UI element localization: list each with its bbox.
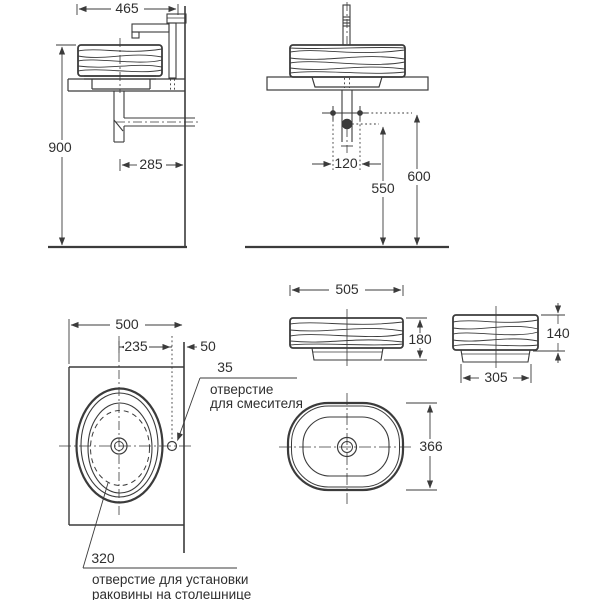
countertop-plan-view	[59, 319, 297, 569]
annotation-labels: отверстие для смесителя отверстие для ус…	[92, 382, 303, 600]
dim-label-550: 550	[371, 180, 395, 196]
basin-edge	[302, 416, 390, 477]
dim-505	[289, 285, 404, 296]
faucet-front	[342, 4, 351, 88]
dim-500	[68, 319, 183, 364]
sink-rim-inner	[291, 405, 400, 488]
side-installation-view	[48, 4, 201, 249]
dim-305	[460, 364, 532, 383]
dim-label-50: 50	[200, 338, 216, 354]
sink-body-front	[289, 44, 406, 78]
sink-front-view	[289, 285, 427, 366]
sink-base	[311, 347, 384, 361]
mount-dot-right	[357, 110, 363, 116]
dim-366	[406, 402, 437, 491]
drain-pipe-front	[341, 90, 353, 153]
drain-pipe-side	[113, 91, 201, 143]
drain-outlet-point	[341, 118, 353, 130]
sink-basin-plan	[75, 387, 164, 504]
faucet-hole-note-line1: отверстие	[210, 382, 273, 397]
dim-label-305: 305	[484, 369, 508, 385]
dim-465	[76, 4, 179, 15]
sink-base	[460, 349, 531, 363]
cutout-note-line2: раковины на столешнице	[92, 587, 251, 600]
sink-side-view	[452, 303, 565, 383]
dim-label-366: 366	[419, 438, 443, 454]
dim-label-465: 465	[115, 0, 139, 16]
dim-label-320: 320	[91, 550, 115, 566]
dim-235	[118, 340, 172, 353]
dim-180	[384, 317, 427, 361]
cutout-ellipse	[90, 410, 150, 486]
faucet-side	[131, 13, 187, 91]
faucet-hole-leader	[177, 377, 297, 441]
dim-label-500: 500	[115, 316, 139, 332]
countertop-front	[266, 76, 429, 91]
dim-label-900: 900	[48, 139, 72, 155]
mount-dot-left	[330, 110, 336, 116]
cutout-leader	[82, 482, 237, 569]
dimension-labels: 465 900 285 120 550 600 505 180 305 140 …	[48, 0, 570, 566]
dim-900	[56, 44, 76, 246]
drain-outer	[110, 437, 128, 455]
sink-plan-view	[279, 393, 437, 504]
drain-inner	[114, 441, 124, 451]
base-cutout	[311, 76, 383, 88]
dim-label-120: 120	[334, 155, 358, 171]
connection-points	[322, 106, 412, 170]
dim-label-140: 140	[546, 325, 570, 341]
sink-body	[289, 317, 404, 349]
dim-285	[119, 159, 184, 171]
sink-body	[452, 314, 539, 351]
sink-rim-outer	[286, 401, 405, 492]
faucet-hole-note-line2: для смесителя	[210, 396, 303, 411]
front-installation-view	[245, 2, 449, 249]
dim-label-235: 235	[124, 338, 148, 354]
dim-label-180: 180	[408, 331, 432, 347]
cutout-note-line1: отверстие для установки	[92, 572, 248, 587]
dim-label-285: 285	[139, 156, 163, 172]
dim-label-600: 600	[407, 168, 431, 184]
dim-label-35: 35	[217, 359, 233, 375]
dim-label-505: 505	[335, 281, 359, 297]
dim-140	[533, 303, 565, 363]
faucet-hole	[166, 440, 178, 452]
